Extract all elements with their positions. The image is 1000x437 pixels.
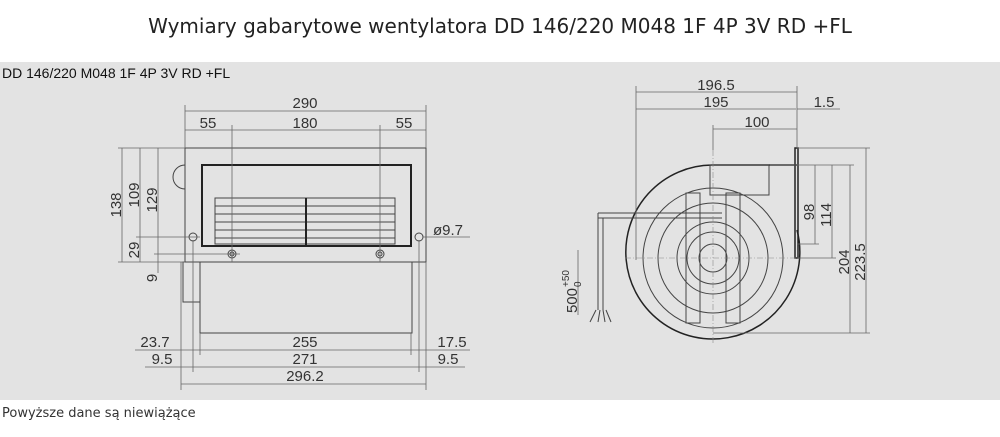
dim-271: 271 xyxy=(292,351,317,368)
dim-290: 290 xyxy=(292,95,317,112)
drawing-panel xyxy=(0,62,1000,400)
dim-100: 100 xyxy=(744,114,769,131)
dim-55-right: 55 xyxy=(396,115,413,132)
side-view: 196.5 195 1.5 100 98 114 204 223.5 500 +… xyxy=(561,77,870,345)
dim-196-5: 196.5 xyxy=(697,77,735,94)
dim-cable-length: 500 xyxy=(564,288,581,313)
dim-98: 98 xyxy=(801,204,818,221)
dim-23-7: 23.7 xyxy=(140,334,169,351)
dim-9: 9 xyxy=(144,274,161,282)
dim-1-5: 1.5 xyxy=(814,94,835,111)
dim-9-5-right: 9.5 xyxy=(438,351,459,368)
dim-138: 138 xyxy=(108,192,125,217)
model-label: DD 146/220 M048 1F 4P 3V RD +FL xyxy=(2,65,231,81)
dim-cable-tolerance-upper: +50 xyxy=(561,270,572,287)
page-title: Wymiary gabarytowe wentylatora DD 146/22… xyxy=(148,14,852,38)
dim-296-2: 296.2 xyxy=(286,368,324,385)
dim-129: 129 xyxy=(144,187,161,212)
dim-cable-tolerance-lower: 0 xyxy=(573,281,584,287)
dim-195: 195 xyxy=(703,94,728,111)
dim-114: 114 xyxy=(818,203,835,227)
dim-29: 29 xyxy=(126,242,143,259)
dim-17-5: 17.5 xyxy=(437,334,466,351)
dim-223-5: 223.5 xyxy=(852,243,869,281)
dim-255: 255 xyxy=(292,334,317,351)
disclaimer-note: Powyższe dane są niewiążące xyxy=(2,406,196,421)
dim-hole-diameter: ø9.7 xyxy=(433,222,463,239)
front-view: 290 55 180 55 138 109 129 29 9 ø9.7 23.7… xyxy=(108,95,470,390)
dim-204: 204 xyxy=(836,249,853,274)
dim-9-5-left: 9.5 xyxy=(152,351,173,368)
dim-55-left: 55 xyxy=(200,115,217,132)
dim-180: 180 xyxy=(292,115,317,132)
dim-109: 109 xyxy=(126,182,143,207)
